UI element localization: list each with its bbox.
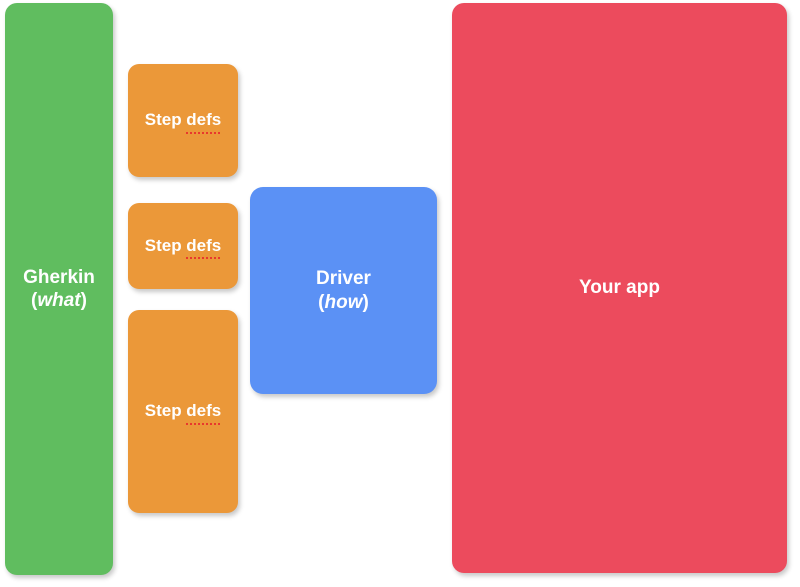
your-app-label: Your app <box>575 276 664 299</box>
driver-label-line1: Driver <box>316 268 371 290</box>
step-defs-label-3-line1: Step defs <box>144 401 222 425</box>
gherkin-label-line2: (what) <box>23 289 95 312</box>
step-defs-label-1-prefix: Step <box>144 110 187 130</box>
your-app-label-line1: Your app <box>579 277 660 299</box>
driver-paren-close: ) <box>362 291 369 313</box>
driver-emphasis-how: how <box>324 291 363 313</box>
driver-label-line2: (how) <box>316 291 371 314</box>
gherkin-label: Gherkin (what) <box>19 266 99 312</box>
gherkin-emphasis-what: what <box>37 290 81 311</box>
gherkin-label-line1: Gherkin <box>23 266 95 288</box>
step-defs-label-3-prefix: Step <box>144 401 187 421</box>
driver-paren-open: ( <box>318 291 325 313</box>
step-defs-label-2: Step defs <box>141 235 226 260</box>
step-defs-label-2-prefix: Step <box>144 235 187 255</box>
step-defs-box-2[interactable]: Step defs <box>128 203 238 289</box>
gherkin-paren-close: ) <box>80 290 87 311</box>
step-defs-label-3-misspelled-word: defs <box>186 401 222 425</box>
step-defs-label-1: Step defs <box>141 110 226 134</box>
your-app-box[interactable]: Your app <box>452 3 787 573</box>
step-defs-label-1-misspelled-word: defs <box>186 110 222 134</box>
gherkin-box[interactable]: Gherkin (what) <box>5 3 113 575</box>
step-defs-label-1-line1: Step defs <box>144 110 222 134</box>
step-defs-box-3[interactable]: Step defs <box>128 310 238 513</box>
step-defs-label-3: Step defs <box>141 401 226 425</box>
driver-label: Driver (how) <box>312 267 375 313</box>
step-defs-label-2-misspelled-word: defs <box>186 235 222 260</box>
step-defs-box-1[interactable]: Step defs <box>128 64 238 177</box>
gherkin-paren-open: ( <box>31 290 38 311</box>
step-defs-label-2-line1: Step defs <box>144 235 222 260</box>
driver-box[interactable]: Driver (how) <box>250 187 437 394</box>
